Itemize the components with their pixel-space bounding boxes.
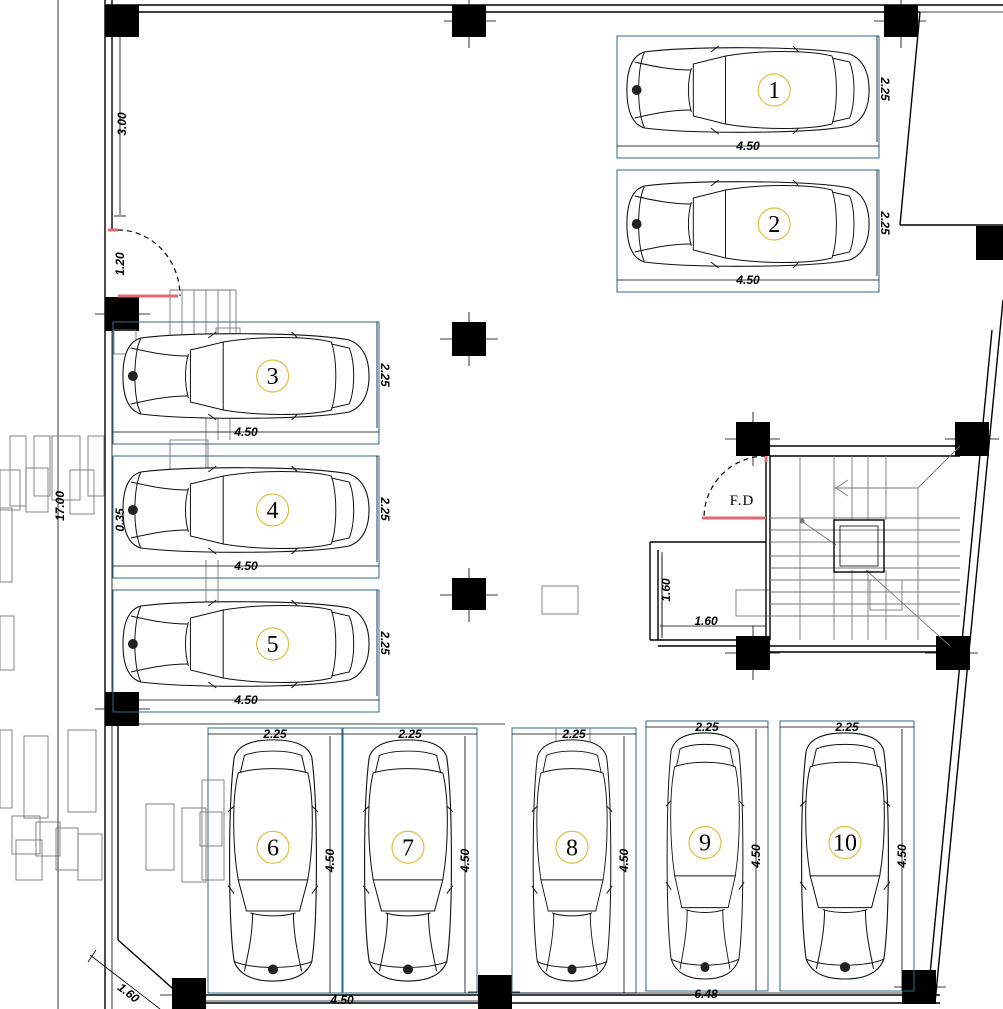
bay-width-label: 2.25 — [834, 720, 859, 734]
bay-width-label: 2.25 — [378, 362, 392, 387]
bay-length-label: 4.50 — [323, 848, 337, 873]
car-icon — [626, 45, 870, 135]
bay-outline — [112, 321, 380, 445]
bay-number-badge — [256, 493, 290, 527]
structural-columns — [95, 0, 1003, 1009]
bay-outline — [779, 720, 915, 992]
car-icon — [626, 179, 870, 269]
bay-width-label: 2.25 — [378, 630, 392, 655]
bay-number-badge — [688, 825, 722, 860]
bay-number-label: 9 — [699, 831, 711, 857]
parking-space-5: 4.50 2.25 5 — [112, 589, 392, 713]
bay-outline — [342, 727, 478, 994]
bay-length-label: 4.50 — [735, 139, 760, 153]
bay-length-label: 4.50 — [749, 844, 763, 869]
top-dim-label: 3.00 — [115, 112, 129, 136]
bay-number-label: 8 — [566, 835, 578, 861]
shaft-dim-vertical: 1.60 — [659, 578, 673, 602]
bay-outline — [616, 35, 880, 159]
parking-space-9: 2.25 4.50 9 — [645, 720, 769, 992]
bay-number-badge — [256, 830, 290, 864]
bay-length-label: 4.50 — [233, 425, 258, 439]
bay-number-label: 4 — [267, 498, 279, 524]
bay-outline — [112, 589, 380, 713]
bay-outline — [112, 455, 380, 579]
bay-length-label: 4.50 — [735, 273, 760, 287]
corner-dim-label: 1.60 — [115, 980, 142, 1006]
bay-number-badge — [555, 830, 589, 864]
parking-space-6: 2.25 4.50 6 — [207, 727, 343, 994]
bay-outline — [645, 720, 769, 992]
bay-number-badge — [828, 825, 862, 860]
bottom-dimensions: 1.60 4.50 6.48 0.35 — [87, 508, 902, 1009]
bay-number-badge — [757, 73, 791, 107]
car-icon — [122, 599, 370, 689]
parking-space-3: 4.50 2.25 3 — [112, 321, 392, 445]
bay-number-label: 6 — [267, 835, 279, 861]
total-height-label: 17.00 — [53, 491, 67, 521]
stair-core: F.D 1.60 1.60 — [649, 445, 961, 653]
car-icon — [122, 331, 370, 421]
bay-number-label: 3 — [267, 364, 279, 390]
parking-space-7: 2.25 4.50 7 — [342, 727, 478, 994]
bay-width-label: 2.25 — [262, 727, 287, 741]
bay-width-label: 2.25 — [397, 727, 422, 741]
parking-space-2: 4.50 2.25 2 — [616, 169, 892, 293]
bay-width-label: 2.25 — [878, 210, 892, 235]
shaft-dim-horizontal: 1.60 — [694, 614, 718, 628]
bay-length-label: 4.50 — [233, 559, 258, 573]
parking-space-8: 2.25 4.50 8 — [511, 727, 637, 994]
bay-length-label: 4.50 — [895, 844, 909, 869]
small-dim-label: 0.35 — [113, 508, 127, 532]
entrance-door: 1.20 3.00 17.00 — [53, 112, 181, 521]
bay-width-label: 2.25 — [878, 76, 892, 101]
bay-number-label: 10 — [833, 831, 857, 857]
bay-number-label: 7 — [402, 835, 414, 861]
bay-number-badge — [757, 207, 791, 241]
car-icon — [122, 465, 370, 555]
bay-length-label: 4.50 — [458, 848, 472, 873]
parking-space-4: 4.50 2.25 4 — [112, 455, 392, 579]
bay-number-badge — [391, 830, 425, 864]
bay-number-badge — [256, 359, 290, 393]
parking-bays: 4.502.2514.502.2524.502.2534.502.2544.50… — [112, 35, 915, 994]
bay-width-label: 2.25 — [694, 720, 719, 734]
bay-number-label: 1 — [768, 78, 780, 104]
bay-width-label: 2.25 — [561, 727, 586, 741]
door-dim-label: 1.20 — [113, 252, 127, 276]
bay-length-label: 4.50 — [617, 848, 631, 873]
parking-space-1: 4.50 2.25 1 — [616, 35, 892, 159]
bay-number-label: 5 — [267, 632, 279, 658]
bay-outline — [207, 727, 343, 994]
bay-outline — [616, 169, 880, 293]
parking-space-10: 2.25 4.50 10 — [779, 720, 915, 992]
bottom-dim-right: 6.48 — [694, 987, 718, 1001]
fire-door-label: F.D — [730, 493, 755, 509]
bay-number-badge — [256, 627, 290, 661]
bay-width-label: 2.25 — [378, 496, 392, 521]
bay-length-label: 4.50 — [233, 693, 258, 707]
bay-number-label: 2 — [768, 212, 780, 238]
bottom-dim-left: 4.50 — [329, 993, 354, 1007]
